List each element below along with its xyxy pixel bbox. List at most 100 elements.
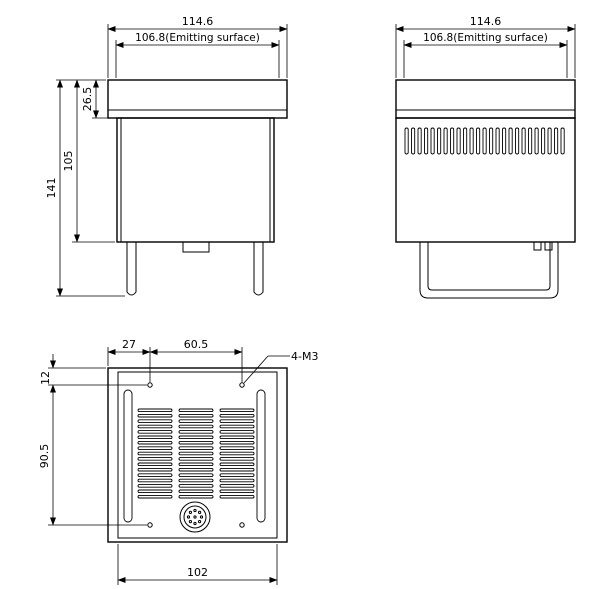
side-vent-slot <box>430 127 435 155</box>
bottom-hole-pitch-x-label: 60.5 <box>184 338 209 351</box>
bottom-vent-slot <box>137 413 173 418</box>
bottom-vent-slot <box>137 478 173 483</box>
side-handle-inner <box>427 242 551 291</box>
bottom-vent-slot <box>178 430 214 434</box>
bottom-vent-slot <box>178 419 214 423</box>
bottom-vent-slot <box>219 408 255 413</box>
side-vent-slot <box>411 127 416 155</box>
bottom-base-width-label: 102 <box>187 566 208 579</box>
bottom-vent-slot <box>178 413 214 418</box>
mount-hole-bottom-left <box>147 522 153 528</box>
side-vent-slot <box>424 127 429 155</box>
bottom-vent-slot <box>219 419 255 423</box>
bottom-vent-slot <box>178 478 214 483</box>
front-emitting-cap <box>107 79 288 119</box>
front-leg-left <box>126 242 137 296</box>
bottom-vent-slot <box>219 430 255 434</box>
side-vent-slot <box>456 127 461 155</box>
front-body-height-label: 105 <box>62 151 75 172</box>
front-leg-right <box>253 242 264 296</box>
bottom-vent-slot <box>137 424 173 429</box>
bottom-vent-slot <box>178 451 214 456</box>
side-body <box>395 117 576 243</box>
bottom-vent-slot <box>137 462 173 467</box>
side-vent-slot <box>463 127 468 155</box>
bottom-vent-slot <box>178 462 214 467</box>
bottom-vent-slot <box>137 446 173 450</box>
bottom-vent-slot <box>219 484 255 488</box>
side-vent-slot <box>515 127 520 155</box>
bottom-vent-slot <box>178 408 214 413</box>
side-vent-slot <box>489 127 494 155</box>
bottom-vent-slot <box>178 457 214 461</box>
bottom-vent-slot <box>178 467 214 472</box>
bottom-vent-slot <box>178 446 214 450</box>
bottom-vent-slot <box>137 494 173 499</box>
bottom-vent-slot <box>137 473 173 477</box>
bottom-vent-slot <box>219 489 255 494</box>
bottom-vent-slot <box>137 419 173 423</box>
bottom-vent-slot <box>219 457 255 461</box>
bottom-vent-slot <box>178 494 214 499</box>
bottom-vent-slot <box>137 440 173 445</box>
bottom-vent-slot <box>178 440 214 445</box>
bottom-vent-slot <box>137 484 173 488</box>
bottom-inner-frame <box>117 371 278 539</box>
bottom-vent-slot <box>219 478 255 483</box>
side-overall-width-label: 114.6 <box>470 15 502 28</box>
side-vent-slot <box>528 127 533 155</box>
bottom-long-slot-left <box>123 389 133 523</box>
side-connector-a <box>533 241 542 251</box>
bottom-vent-slot <box>219 440 255 445</box>
bottom-outer-frame <box>107 367 288 543</box>
side-vent-slot <box>443 127 448 155</box>
bottom-circular-connector <box>179 501 211 533</box>
bottom-hole-pitch-y-label: 90.5 <box>38 444 51 469</box>
connector-pin <box>188 510 193 515</box>
front-connector <box>182 241 210 253</box>
side-vent-slot <box>534 127 539 155</box>
bottom-vent-slot <box>137 408 173 413</box>
bottom-vent-slot <box>137 467 173 472</box>
side-vent-slot <box>404 127 409 155</box>
side-emitting-cap <box>395 79 576 119</box>
bottom-hole-offset-y-label: 12 <box>39 371 52 385</box>
bottom-vent-slot <box>219 467 255 472</box>
connector-pin <box>193 521 197 526</box>
side-vent-slot <box>450 127 455 155</box>
side-emitting-width-label: 106.8(Emitting surface) <box>423 32 548 44</box>
bottom-vent-slot <box>178 424 214 429</box>
bottom-vent-slot <box>137 451 173 456</box>
front-overall-width-label: 114.6 <box>182 15 214 28</box>
front-total-height-label: 141 <box>45 178 58 199</box>
bottom-vent-slot <box>219 424 255 429</box>
bottom-vent-slot <box>219 446 255 450</box>
connector-pin <box>197 510 202 515</box>
bottom-vent-slots <box>137 408 255 499</box>
connector-pin <box>188 519 193 524</box>
bottom-vent-slot <box>219 413 255 418</box>
bottom-vent-slot <box>178 435 214 440</box>
bottom-vent-slot <box>178 484 214 488</box>
mount-hole-top-right <box>239 382 245 388</box>
connector-pin <box>197 519 202 524</box>
side-vent-slot <box>541 127 546 155</box>
front-emitting-width-label: 106.8(Emitting surface) <box>135 32 260 44</box>
hole-leader-line <box>243 355 269 384</box>
side-vent-slot <box>508 127 513 155</box>
side-view: 114.6 106.8(Emitting surface) <box>395 15 576 299</box>
front-body <box>116 117 275 243</box>
bottom-vent-slot <box>219 451 255 456</box>
side-vent-slot <box>547 127 552 155</box>
bottom-vent-slot <box>137 430 173 434</box>
bottom-long-slot-right <box>256 389 266 523</box>
side-vent-slot <box>495 127 500 155</box>
side-vent-slots <box>404 127 565 155</box>
side-vent-slot <box>476 127 481 155</box>
bottom-vent-slot <box>219 473 255 477</box>
bottom-hole-offset-x-label: 27 <box>122 338 136 351</box>
side-vent-slot <box>437 127 442 155</box>
front-cap-height-label: 26.5 <box>81 87 94 112</box>
side-vent-slot <box>469 127 474 155</box>
